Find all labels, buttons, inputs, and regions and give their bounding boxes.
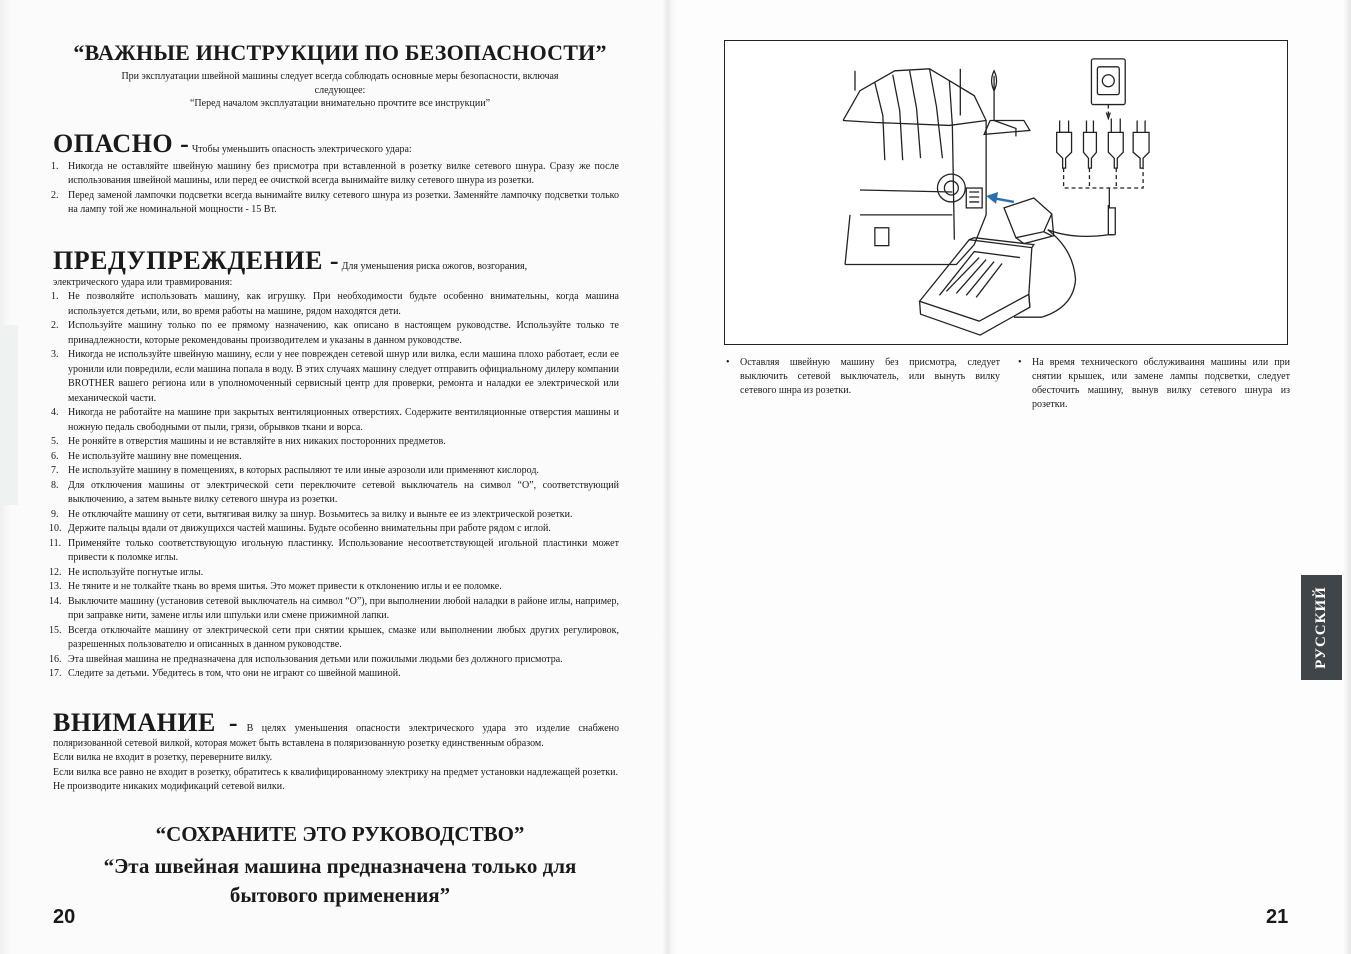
list-item: 1.Никогда не оставляйте швейную машину б… [51,160,619,187]
warning-note-cont: электрического удара или травмирования: [53,276,233,288]
book-gutter [662,0,676,954]
save-manual-title: “СОХРАНИТЕ ЭТО РУКОВОДСТВО” [155,822,525,846]
list-item: 11.Применяйте только соответствующую иго… [49,537,619,564]
list-item: 15.Всегда отключайте машину от электриче… [49,624,619,651]
caution-heading: ВНИМАНИЕ - [53,708,239,737]
safety-intro: При эксплуатации швейной машины следует … [60,70,620,111]
danger-note: Чтобы уменьшить опасность электрического… [191,144,412,155]
list-item: 3.Никогда не используйте швейную машину,… [51,349,619,404]
list-item: 10.Держите пальцы вдали от движущихся ча… [49,523,551,534]
danger-section: ОПАСНО - Чтобы уменьшить опасность элект… [51,129,619,218]
page-edge-shadow [1343,0,1351,954]
list-item: 6.Не используйте машину вне помещения. [51,450,242,462]
household-use-notice: “Эта швейная машина предназначена только… [103,854,577,907]
caution-text-4: Не производите никаких модификаций сетев… [53,781,285,792]
power-connection-illustration [724,40,1288,345]
page-number-left: 20 [53,906,76,928]
warning-list: 1.Не позволяйте использовать машину, как… [49,290,619,682]
list-item: 13.Не тяните и не толкайте ткань во врем… [49,581,502,592]
danger-heading: ОПАСНО - [53,129,190,158]
foot-pedal-icon [918,237,1035,336]
page-number-right: 21 [1266,906,1289,928]
caution-text-3: Если вилка все равно не входит в розетку… [53,766,619,778]
list-item: 8.Для отключения машины от электрической… [51,479,619,506]
plug-types-icon [1056,118,1150,235]
warning-section: ПРЕДУПРЕЖДЕНИЕ - Для уменьшения риска ож… [49,246,619,682]
list-item: 2.Используйте машину только по ее прямом… [51,320,619,346]
safety-title: “ВАЖНЫЕ ИНСТРУКЦИИ ПО БЕЗОПАСНОСТИ” [73,40,607,65]
list-item: 9.Не отключайте машину от сети, вытягива… [51,508,573,520]
intro-line-2: следующее: [314,84,366,96]
list-item: 17.Следите за детьми. Убедитесь в том, ч… [49,668,401,679]
bleed-through-tab [0,325,18,505]
list-item: 5.Не роняйте в отверстия машины и не вст… [51,436,446,447]
list-item: 14.Выключите машину (установив сетевой в… [49,595,619,622]
intro-line-1: При эксплуатации швейной машины следует … [121,71,559,82]
list-item: 7.Не используйте машину в помещениях, в … [51,465,539,476]
note-unattended: • Оставляя швейную машину без присмотра,… [726,357,1000,396]
sewing-machine-icon [842,68,1031,266]
caution-section: ВНИМАНИЕ - В целях уменьшения опасности … [53,710,619,795]
list-item: 12.Не используйте погнутые иглы. [49,566,204,578]
note-maintenance: • На время технического обслуживаиня маш… [1018,357,1290,410]
list-item: 16.Эта швейная машина не предназначена д… [49,653,563,665]
intro-line-3: “Перед началом эксплуатации внимательно … [189,98,491,109]
list-item: 4.Никогда не работайте на машине при зак… [51,407,619,433]
wall-outlet-icon [1090,58,1126,121]
arrow-icon [986,192,1015,204]
language-tab: РУССКИЙ [1301,575,1342,680]
caution-text-2: Если вилка не входит в розетку, переверн… [53,752,273,763]
list-item: 1.Не позволяйте использовать машину, как… [51,291,619,317]
danger-list: 1.Никогда не оставляйте швейную машину б… [51,160,619,218]
warning-heading: ПРЕДУПРЕЖДЕНИЕ - [53,246,340,275]
power-connector-icon [1003,197,1116,318]
list-item: 2.Перед заменой лампочки подсветки всегд… [51,189,619,216]
warning-note: Для уменьшения риска ожогов, возгорания, [341,261,528,272]
left-page: “ВАЖНЫЕ ИНСТРУКЦИИ ПО БЕЗОПАСНОСТИ” При … [0,0,668,954]
caution-text-1: В целях уменьшения опасности электрическ… [53,723,619,749]
